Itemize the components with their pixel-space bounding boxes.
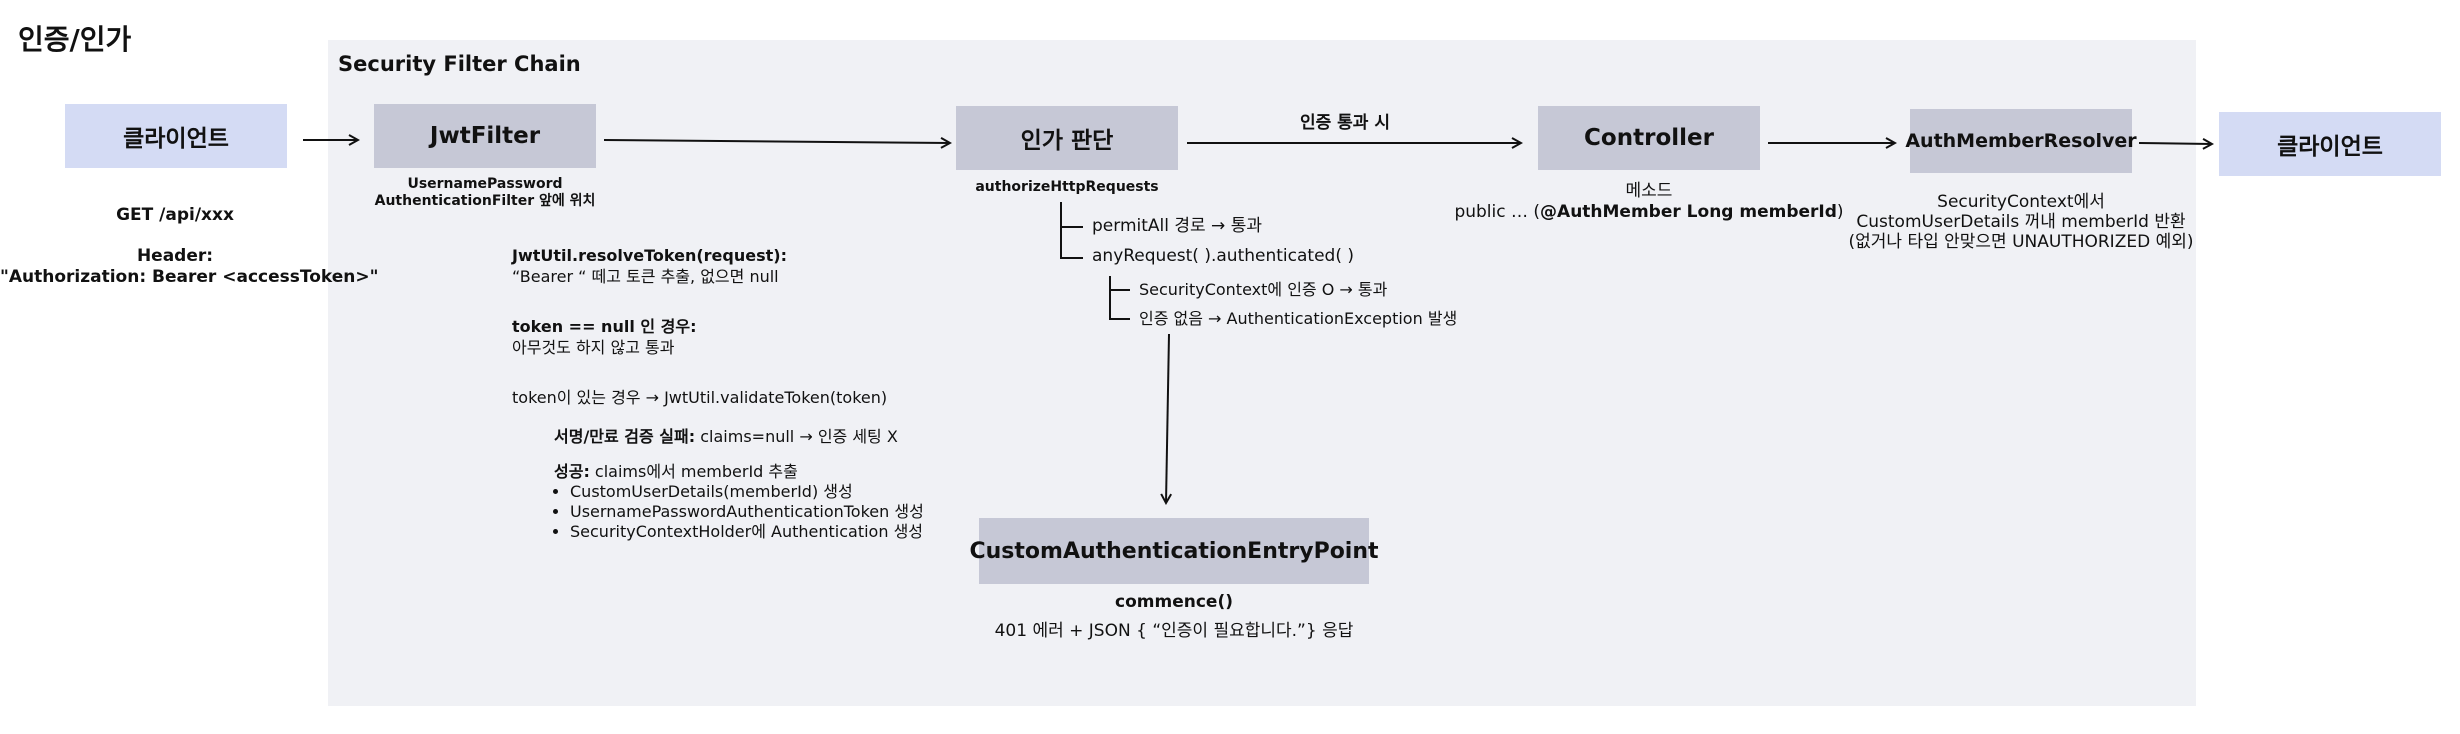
- jwt-filter-caption-line2: AuthenticationFilter 앞에 위치: [374, 193, 596, 209]
- success-item: CustomUserDetails(memberId) 생성: [570, 482, 924, 502]
- validation-success-title: 성공:: [554, 462, 590, 481]
- auth-none-branch: 인증 없음 → AuthenticationException 발생: [1139, 309, 1458, 328]
- permit-all-rule: permitAll 경로 → 통과: [1092, 216, 1262, 236]
- authorization-box: 인가 판단: [956, 106, 1178, 170]
- token-null-title: token == null 인 경우:: [512, 317, 697, 336]
- validation-success-desc: claims에서 memberId 추출: [589, 462, 798, 481]
- entry-point-method: commence(): [1115, 592, 1233, 612]
- resolver-caption-line1: SecurityContext에서: [1937, 192, 2105, 212]
- resolver-caption-line3: (없거나 타입 안맞으면 UNAUTHORIZED 예외): [1848, 232, 2194, 252]
- resolver-caption-line2: CustomUserDetails 꺼내 memberId 반환: [1856, 212, 2186, 232]
- arrow-resolver-to-client: [2138, 143, 2212, 144]
- jwt-filter-box: JwtFilter: [374, 104, 596, 168]
- resolve-token-desc: “Bearer “ 떼고 토큰 추출, 없으면 null: [512, 267, 779, 286]
- any-request-rule: anyRequest( ).authenticated( ): [1092, 246, 1354, 266]
- token-exists-title: token이 있는 경우 → JwtUtil.validateToken(tok…: [512, 388, 888, 407]
- success-item: UsernamePasswordAuthenticationToken 생성: [570, 502, 924, 522]
- controller-caption-line1: 메소드: [1625, 181, 1673, 201]
- resolve-token-title: JwtUtil.resolveToken(request):: [512, 246, 787, 265]
- page-title: 인증/인가: [18, 23, 132, 56]
- validation-fail-line: 서명/만료 검증 실패: claims=null → 인증 세팅 X: [554, 426, 898, 447]
- validation-fail-desc: claims=null → 인증 세팅 X: [695, 427, 898, 446]
- client-right-box: 클라이언트: [2219, 112, 2441, 176]
- validation-fail-title: 서명/만료 검증 실패:: [554, 427, 696, 446]
- arrow-jwtfilter-to-authorization: [603, 140, 950, 143]
- client-request-line: GET /api/xxx: [116, 205, 234, 225]
- token-null-desc: 아무것도 하지 않고 통과: [512, 338, 675, 357]
- controller-caption-prefix: public … (: [1454, 202, 1541, 222]
- authorization-tree-branch: [1060, 202, 1083, 259]
- client-header-value: "Authorization: Bearer <accessToken>": [0, 267, 379, 287]
- entry-point-response: 401 에러 + JSON { “인증이 필요합니다.”} 응답: [994, 621, 1354, 641]
- entry-point-box: CustomAuthenticationEntryPoint: [969, 518, 1379, 584]
- security-filter-chain-panel: [328, 40, 2196, 706]
- controller-box: Controller: [1538, 106, 1760, 170]
- controller-caption-bold: @AuthMember Long memberId: [1540, 202, 1837, 222]
- auth-member-resolver-box: AuthMemberResolver: [1905, 109, 2137, 173]
- token-null-step: token == null 인 경우: 아무것도 하지 않고 통과: [512, 316, 697, 358]
- arrow-authorization-to-entry-point: [1166, 333, 1169, 503]
- validation-success-block: 성공: claims에서 memberId 추출 CustomUserDetai…: [554, 461, 924, 542]
- client-header-label: Header:: [136, 246, 214, 266]
- controller-caption-line2: public … (@AuthMember Long memberId): [1429, 202, 1869, 223]
- security-filter-chain-title: Security Filter Chain: [338, 52, 581, 76]
- resolve-token-step: JwtUtil.resolveToken(request): “Bearer “…: [512, 245, 787, 287]
- auth-pass-label: 인증 통과 시: [1299, 113, 1391, 133]
- jwt-filter-caption-line1: UsernamePassword: [407, 176, 563, 192]
- auth-ok-branch: SecurityContext에 인증 O → 통과: [1139, 280, 1388, 299]
- authorization-caption: authorizeHttpRequests: [975, 179, 1159, 195]
- controller-caption-suffix: ): [1836, 202, 1844, 222]
- success-item: SecurityContextHolder에 Authentication 생성: [570, 522, 924, 542]
- any-request-tree-branch: [1109, 276, 1130, 320]
- client-left-box: 클라이언트: [65, 104, 287, 168]
